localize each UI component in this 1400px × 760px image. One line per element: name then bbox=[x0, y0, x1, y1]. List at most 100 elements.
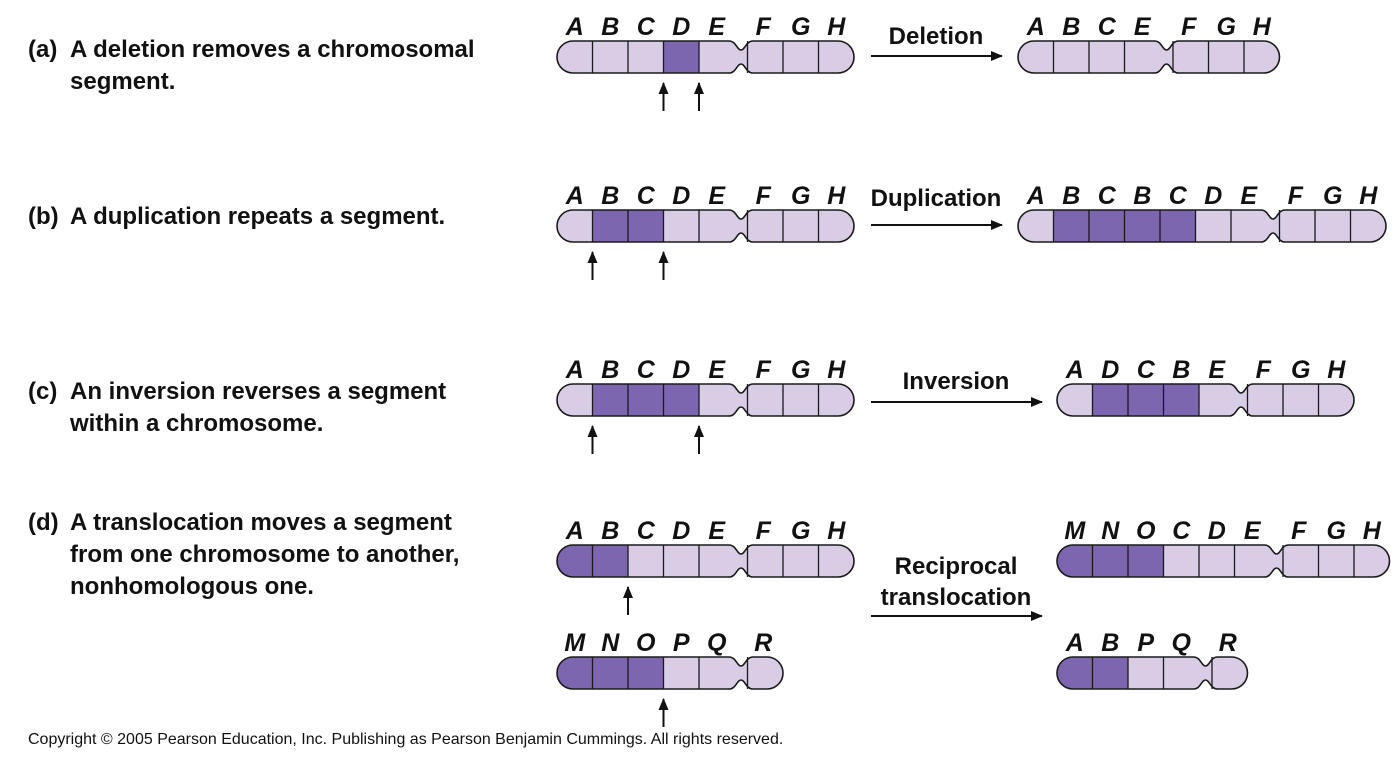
segment-label: B bbox=[1133, 182, 1151, 210]
chromosome-segment bbox=[1128, 384, 1164, 416]
chromosome-segment bbox=[783, 41, 819, 73]
chromosome-segment bbox=[699, 657, 748, 689]
panel-d-description: (d) A translocation moves a segment from… bbox=[28, 507, 459, 603]
chromosome-segment bbox=[1053, 210, 1090, 242]
segment-label: C bbox=[1098, 182, 1117, 210]
segment-label: A bbox=[565, 13, 584, 41]
chromosome-segment bbox=[1124, 41, 1174, 73]
panel-c-tag: (c) bbox=[28, 378, 58, 405]
segment-label: F bbox=[1291, 517, 1307, 545]
chromosome-segment bbox=[1160, 210, 1196, 242]
segment-label: Q bbox=[1172, 629, 1192, 657]
segment-label: B bbox=[601, 356, 619, 384]
segment-label: F bbox=[756, 356, 772, 384]
chromosome-segment bbox=[628, 657, 664, 689]
operation-label-duplication: Duplication bbox=[870, 185, 1002, 212]
segment-label: B bbox=[1062, 182, 1080, 210]
chromosome-segment bbox=[1124, 210, 1161, 242]
segment-label: A bbox=[565, 182, 584, 210]
chromosome-segment bbox=[699, 545, 748, 577]
segment-label: H bbox=[1253, 13, 1272, 41]
chromosome-segment bbox=[1163, 384, 1200, 416]
chromosome-segment bbox=[663, 384, 700, 416]
chromosome-segment bbox=[1092, 384, 1129, 416]
chromosome-segment bbox=[628, 384, 664, 416]
segment-label: C bbox=[1137, 356, 1156, 384]
chromosome-segment bbox=[1163, 657, 1213, 689]
segment-label: B bbox=[1062, 13, 1080, 41]
chromosome-segment bbox=[1199, 384, 1248, 416]
segment-label: D bbox=[672, 182, 690, 210]
segment-label: E bbox=[1134, 13, 1152, 41]
segment-label: B bbox=[601, 517, 619, 545]
operation-label-translocation: Reciprocal translocation bbox=[880, 553, 1032, 611]
chromosome-segment bbox=[1247, 384, 1284, 416]
chromosome-segment bbox=[747, 384, 784, 416]
segment-label: E bbox=[1208, 356, 1226, 384]
segment-label: O bbox=[636, 629, 656, 657]
segment-label: N bbox=[601, 629, 620, 657]
segment-label: H bbox=[1327, 356, 1346, 384]
chromosome-segment bbox=[1195, 210, 1232, 242]
chromosome-segment bbox=[818, 210, 854, 242]
chromosome-segment bbox=[557, 41, 593, 73]
chromosome-segment bbox=[1018, 41, 1054, 73]
chromosome-segment bbox=[1199, 545, 1235, 577]
chromosome-segment bbox=[1163, 545, 1200, 577]
chromosome-segment bbox=[1089, 41, 1125, 73]
chromosome-outline bbox=[556, 656, 784, 690]
chromosome-segment bbox=[783, 545, 819, 577]
chromosome-segment bbox=[783, 384, 819, 416]
chromosome-segment bbox=[1128, 657, 1164, 689]
chromosome-outline bbox=[1056, 544, 1391, 578]
chromosome-segment bbox=[1315, 210, 1351, 242]
operation-label-inversion: Inversion bbox=[902, 368, 1010, 395]
chromosome-segment bbox=[592, 545, 629, 577]
segment-label: H bbox=[1359, 182, 1378, 210]
chromosome-segment bbox=[1018, 210, 1054, 242]
chromosome-segment bbox=[1092, 657, 1129, 689]
segment-label: O bbox=[1136, 517, 1156, 545]
segment-label: F bbox=[1256, 356, 1272, 384]
panel-d-text: A translocation moves a segment from one… bbox=[70, 509, 460, 600]
chromosome-segment bbox=[747, 545, 784, 577]
segment-label: C bbox=[1169, 182, 1188, 210]
chromosome-segment bbox=[1231, 210, 1280, 242]
chromosome-segment bbox=[747, 657, 783, 689]
segment-label: C bbox=[637, 517, 656, 545]
chromosome-segment bbox=[1279, 210, 1316, 242]
segment-label: F bbox=[756, 517, 772, 545]
chromosome-segment bbox=[699, 210, 748, 242]
segment-label: F bbox=[1288, 182, 1304, 210]
chromosome-outline bbox=[1017, 40, 1281, 74]
chromosome-segment bbox=[628, 210, 664, 242]
chromosome-segment bbox=[1053, 41, 1090, 73]
segment-label: C bbox=[1098, 13, 1117, 41]
chromosome-segment bbox=[592, 384, 629, 416]
segment-label: F bbox=[756, 182, 772, 210]
chromosome-segment bbox=[1208, 41, 1245, 73]
chromosome-segment bbox=[1057, 384, 1093, 416]
chromosome-outline bbox=[1056, 656, 1249, 690]
chromosome-segment bbox=[1318, 384, 1354, 416]
chromosome-segment bbox=[663, 545, 700, 577]
chromosome-segment bbox=[818, 41, 854, 73]
segment-label: C bbox=[637, 182, 656, 210]
chromosome-segment bbox=[663, 210, 700, 242]
segment-label: C bbox=[1172, 517, 1191, 545]
chromosome-segment bbox=[663, 41, 700, 73]
chromosome-segment bbox=[592, 657, 629, 689]
segment-label: B bbox=[601, 182, 619, 210]
segment-label: D bbox=[672, 13, 690, 41]
segment-label: B bbox=[1101, 629, 1119, 657]
segment-label: D bbox=[1208, 517, 1226, 545]
panel-b-description: (b) A duplication repeats a segment. bbox=[28, 201, 445, 233]
segment-label: E bbox=[1240, 182, 1258, 210]
